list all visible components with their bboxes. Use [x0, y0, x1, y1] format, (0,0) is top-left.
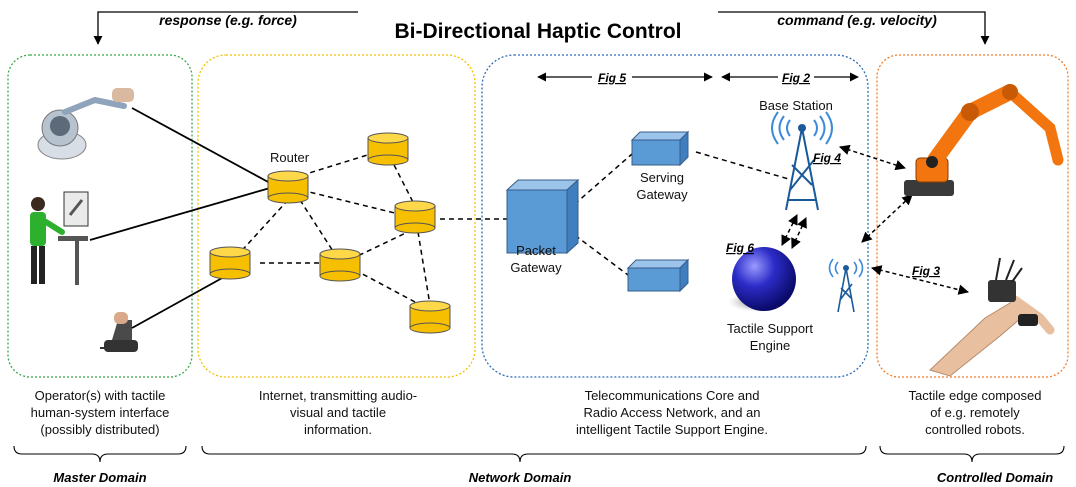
operator-workstation	[30, 191, 89, 285]
response-label: response (e.g. force)	[159, 12, 297, 28]
caption-core: Telecommunications Core and Radio Access…	[576, 388, 768, 437]
link-workstation-router	[89, 187, 271, 241]
svg-text:Telecommunications Core and: Telecommunications Core and	[585, 388, 760, 403]
base-station-tower	[771, 111, 833, 211]
packet-gateway	[505, 178, 580, 255]
command-arrow	[718, 11, 990, 45]
link-haptic-router	[131, 107, 271, 184]
diagram-title: Bi-Directional Haptic Control	[394, 20, 681, 43]
serving-gateway	[630, 130, 690, 167]
industrial-robot	[904, 84, 1064, 196]
joystick-device	[100, 312, 138, 352]
controlled-domain-box	[876, 54, 1069, 378]
serving-gateway-label-1: Serving	[640, 170, 684, 185]
router-main	[267, 170, 309, 204]
figure-ref-arrows	[537, 69, 859, 85]
svg-text:Tactile edge composed: Tactile edge composed	[909, 388, 1042, 403]
base-station-label: Base Station	[759, 98, 833, 113]
link-joystick-router	[131, 271, 234, 329]
svg-text:Operator(s) with tactile: Operator(s) with tactile	[35, 388, 166, 403]
svg-text:information.: information.	[304, 422, 372, 437]
svg-text:Radio Access Network, and an: Radio Access Network, and an	[583, 405, 760, 420]
router-right	[394, 200, 436, 234]
svg-text:controlled robots.: controlled robots.	[925, 422, 1025, 437]
fig5-label: Fig 5	[598, 71, 626, 85]
small-cell-tower	[828, 258, 864, 313]
caption-internet: Internet, transmitting audio- visual and…	[259, 388, 417, 437]
fig4-label: Fig 4	[813, 151, 841, 165]
master-domain-label: Master Domain	[53, 470, 146, 485]
router-top	[367, 132, 409, 166]
header: Bi-Directional Haptic Control response (…	[93, 11, 990, 45]
svg-text:Internet, transmitting audio-: Internet, transmitting audio-	[259, 388, 417, 403]
tactile-support-engine-sphere	[732, 247, 796, 311]
wireless-links	[781, 144, 970, 295]
fig3-label: Fig 3	[912, 264, 940, 278]
haptic-device-top	[37, 88, 134, 160]
packet-gateway-label-2: Gateway	[510, 260, 562, 275]
svg-text:(possibly distributed): (possibly distributed)	[40, 422, 159, 437]
router-center	[319, 248, 361, 282]
network-domain-label: Network Domain	[469, 470, 572, 485]
svg-text:visual and tactile: visual and tactile	[290, 405, 386, 420]
serving-gateway-label-2: Gateway	[636, 187, 688, 202]
svg-text:of e.g. remotely: of e.g. remotely	[930, 405, 1020, 420]
domain-braces	[13, 445, 1065, 463]
fig2-label: Fig 2	[782, 71, 810, 85]
fig6-label: Fig 6	[726, 241, 754, 255]
internet-box	[197, 54, 476, 378]
svg-text:human-system interface: human-system interface	[31, 405, 170, 420]
router-left	[209, 246, 251, 280]
packet-gateway-label-1: Packet	[516, 243, 556, 258]
router-bottom	[409, 300, 451, 334]
response-arrow	[93, 11, 358, 45]
hand-exoskeleton	[929, 257, 1055, 377]
master-domain-box	[7, 54, 193, 378]
svg-text:intelligent Tactile Support En: intelligent Tactile Support Engine.	[576, 422, 768, 437]
caption-controlled: Tactile edge composed of e.g. remotely c…	[909, 388, 1042, 437]
router-label: Router	[270, 150, 310, 165]
caption-master: Operator(s) with tactile human-system in…	[31, 388, 170, 437]
secondary-gateway	[626, 258, 690, 293]
tse-label-2: Engine	[750, 338, 790, 353]
tse-label-1: Tactile Support	[727, 321, 813, 336]
controlled-domain-label: Controlled Domain	[937, 470, 1053, 485]
command-label: command (e.g. velocity)	[777, 12, 937, 28]
